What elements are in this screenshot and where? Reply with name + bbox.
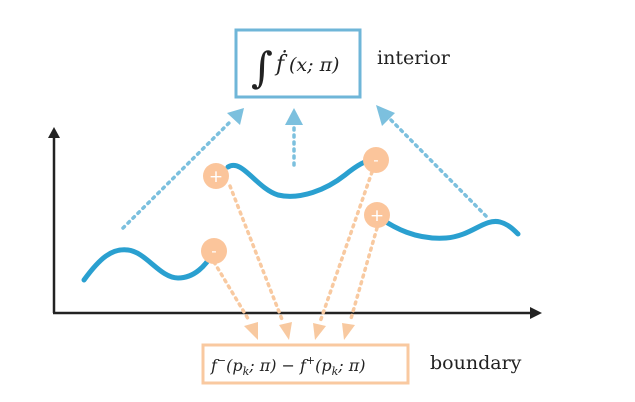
marker-minus-left-text: - (211, 242, 216, 260)
boundary-label: boundary (430, 352, 522, 374)
boundary-box: f−(pk; π)−f+(pk; π) (201, 343, 410, 385)
marker-minus-left: - (201, 238, 227, 264)
boundary-arrowheads (244, 322, 355, 340)
curves (81, 157, 521, 283)
interior-label: interior (377, 47, 451, 69)
axes (48, 127, 542, 319)
boundary-args2-close: ; π) (337, 356, 365, 375)
boundary-arrowhead-3 (313, 323, 326, 340)
interior-arrow-left (121, 118, 234, 230)
interior-arrow-right (387, 116, 488, 218)
marker-plus-left-text: + (209, 167, 223, 187)
boundary-sup-minus: − (217, 354, 226, 367)
boundary-arrowhead-4 (342, 323, 355, 340)
interior-arrowhead-center (285, 108, 303, 125)
interior-box: ∫ ḟ (x; π) (234, 28, 362, 99)
marker-minus-right: - (363, 147, 389, 173)
boundary-minus-operator: − (282, 356, 295, 375)
interior-arrowhead-left (227, 108, 244, 125)
boundary-args1-open: (p (226, 356, 242, 375)
marker-plus-left: + (203, 163, 229, 189)
boundary-args1-close: ; π) (248, 356, 276, 375)
curve-segment-right (374, 213, 521, 241)
y-axis-arrow (48, 127, 60, 138)
boundary-arrow-4 (348, 226, 379, 324)
boundary-sub2: k (332, 365, 339, 378)
boundary-f-plus: f (299, 356, 309, 375)
boundary-box-frame (201, 343, 410, 385)
boundary-arrows (212, 170, 379, 324)
boundary-arrowhead-2 (279, 322, 292, 340)
interior-arrowheads (227, 105, 395, 126)
boundary-arrow-2 (228, 184, 285, 324)
boundary-args2-open: (p (315, 356, 331, 375)
boundary-arrowhead-1 (244, 322, 258, 340)
interior-box-frame (234, 28, 362, 99)
marker-plus-right-text: + (370, 206, 384, 226)
markers: + - - + (201, 147, 390, 264)
integral-symbol: ∫ (251, 43, 273, 92)
boundary-sup-plus: + (306, 354, 315, 367)
curve-segment-left (81, 247, 217, 283)
marker-plus-right: + (364, 202, 390, 228)
x-axis-arrow (530, 307, 542, 319)
boundary-sub1: k (243, 365, 250, 378)
marker-minus-right-text: - (373, 151, 378, 169)
boundary-expression: f−(pk; π)−f+(pk; π) (210, 354, 365, 378)
interior-args: (x; π) (289, 54, 339, 76)
boundary-arrow-3 (318, 170, 374, 324)
interior-arrowhead-right (376, 105, 395, 126)
interior-arrows (121, 116, 488, 230)
boundary-arrow-1 (212, 260, 252, 324)
curve-segment-middle (225, 157, 376, 199)
boundary-f-minus: f (210, 356, 220, 375)
